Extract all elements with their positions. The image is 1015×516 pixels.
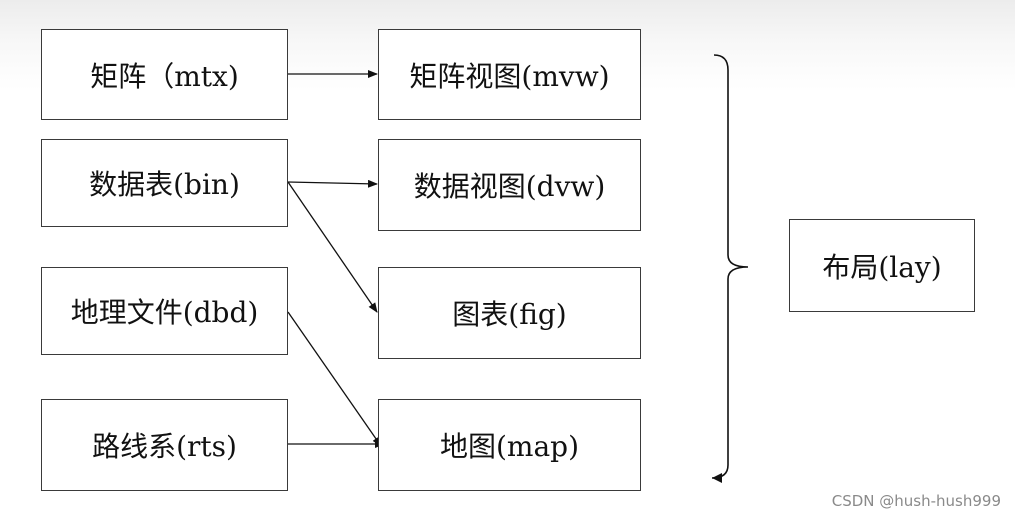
data-view-box: 数据视图(dvw) <box>378 139 641 231</box>
geo-file-box: 地理文件(dbd) <box>41 267 288 355</box>
arrow-dbd-to-map <box>287 311 382 447</box>
matrix-view-box: 矩阵视图(mvw) <box>378 29 641 120</box>
arrow-bin-to-dvw <box>287 179 378 188</box>
matrix-box: 矩阵（mtx) <box>41 29 288 120</box>
layout-box: 布局(lay) <box>789 219 975 312</box>
chart-box: 图表(fig) <box>378 267 641 359</box>
data-table-box: 数据表(bin) <box>41 139 288 227</box>
watermark: CSDN @hush-hush999 <box>831 492 1001 510</box>
arrow-bin-to-fig <box>287 181 378 313</box>
right-curly-brace <box>711 54 749 479</box>
map-box: 地图(map) <box>378 399 641 491</box>
route-system-box: 路线系(rts) <box>41 399 288 491</box>
brace-arrowhead <box>712 473 722 483</box>
